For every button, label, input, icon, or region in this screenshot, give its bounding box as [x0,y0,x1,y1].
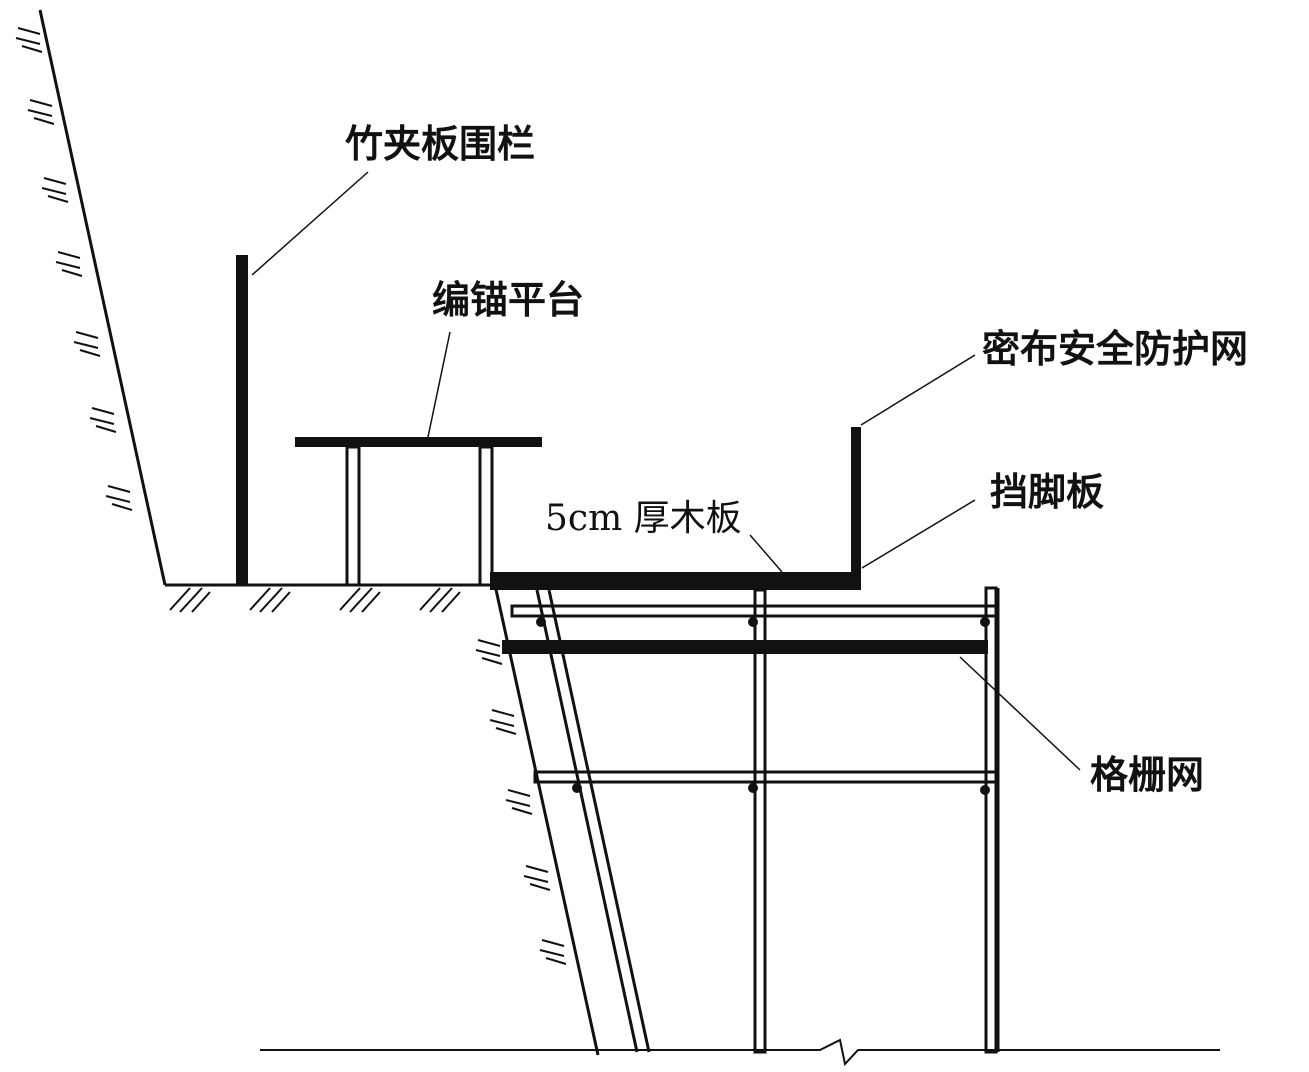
bamboo-fence [236,255,248,585]
anchor-platform-label: 编锚平台 [432,278,584,322]
toe-board-label: 挡脚板 [990,470,1104,514]
lower-slope-hatching [475,639,567,965]
scaffold-verticals [753,586,1000,1054]
upper-slope-hatching [15,27,133,511]
anchor-platform [295,437,542,587]
bamboo-fence-label: 竹夹板围栏 [345,122,535,166]
scaffold-horizontals [502,604,1000,784]
couplers [536,617,990,795]
plank-label: 5cm 厚木板 [545,498,742,539]
upper-slope [38,9,167,586]
ground-hatching [169,587,461,613]
grid-net-label: 格栅网 [1090,753,1204,797]
safety-net-label: 密布安全防护网 [982,327,1248,371]
inclined-pole [535,589,651,1053]
lower-slope [493,584,600,1056]
leader-lines [251,171,1081,771]
bottom-ground-line [260,1038,1220,1067]
wood-plank [490,572,860,590]
toe-board [851,427,861,590]
